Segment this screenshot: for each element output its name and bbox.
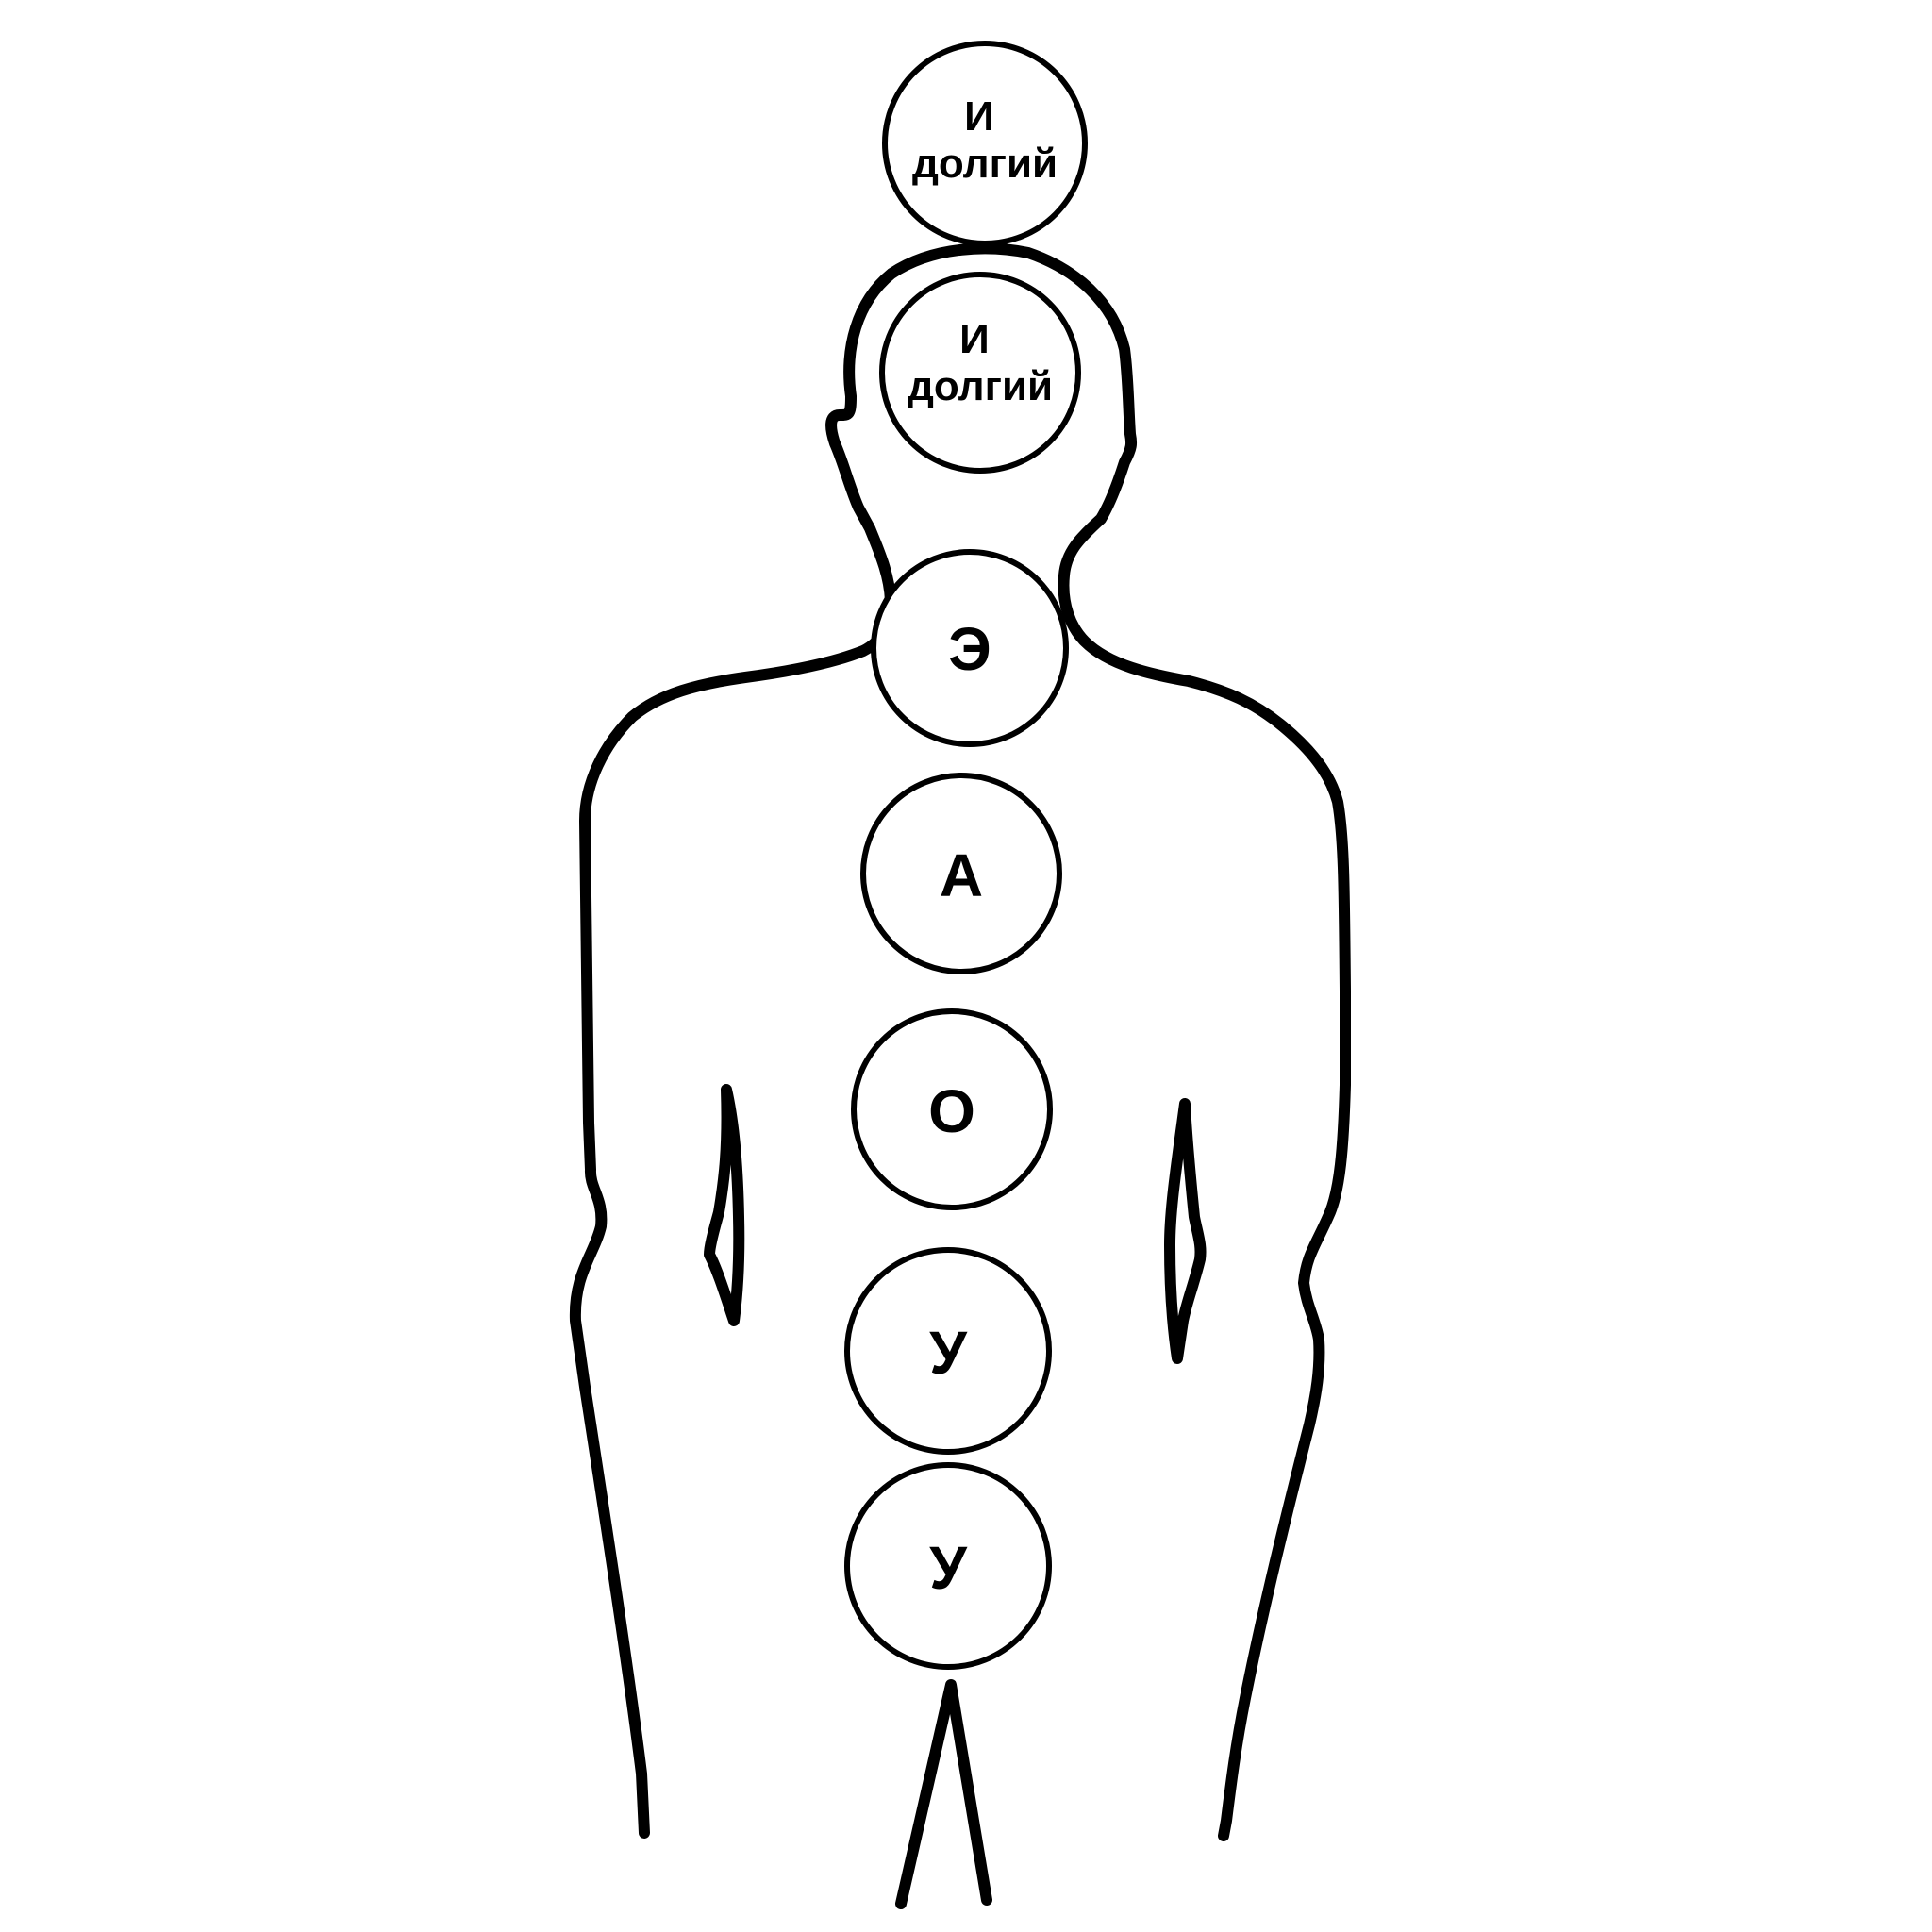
chakra-crown-line-2: долгий — [912, 141, 1058, 187]
chakra-throat: Э — [871, 549, 1069, 747]
chakra-head-line-2: долгий — [908, 363, 1053, 409]
chakra-head-circle — [879, 272, 1081, 474]
chakra-root-label: У — [929, 1534, 968, 1602]
chakra-solar-label: О — [928, 1077, 975, 1145]
right-arm-gap — [1164, 1098, 1207, 1364]
chakra-throat-circle — [871, 549, 1069, 747]
legs-divider — [895, 1679, 992, 1909]
chakra-crown: И долгий — [882, 41, 1088, 246]
chakra-solar-circle — [851, 1008, 1053, 1210]
chakra-solar: О — [851, 1008, 1053, 1210]
chakra-head: И долгий — [879, 272, 1081, 474]
chakra-sacral: У — [844, 1247, 1052, 1455]
chakra-throat-label: Э — [948, 615, 991, 683]
chakra-crown-circle — [882, 41, 1088, 246]
chakra-sacral-circle — [844, 1247, 1052, 1455]
chakra-root: У — [844, 1462, 1052, 1670]
chakra-head-label: И долгий — [908, 316, 1053, 409]
chakra-heart-label: А — [940, 841, 983, 909]
body-silhouette — [569, 242, 1351, 1909]
left-arm-gap — [704, 1084, 745, 1326]
chakra-crown-line-1: И — [964, 93, 994, 140]
chakra-heart: А — [860, 773, 1062, 974]
chakra-root-circle — [844, 1462, 1052, 1670]
chakra-sacral-label: У — [929, 1319, 968, 1387]
chakra-crown-label: И долгий — [912, 93, 1058, 187]
body-outline — [569, 242, 1351, 1841]
chakra-head-line-1: И — [959, 316, 990, 362]
chakra-heart-circle — [860, 773, 1062, 974]
